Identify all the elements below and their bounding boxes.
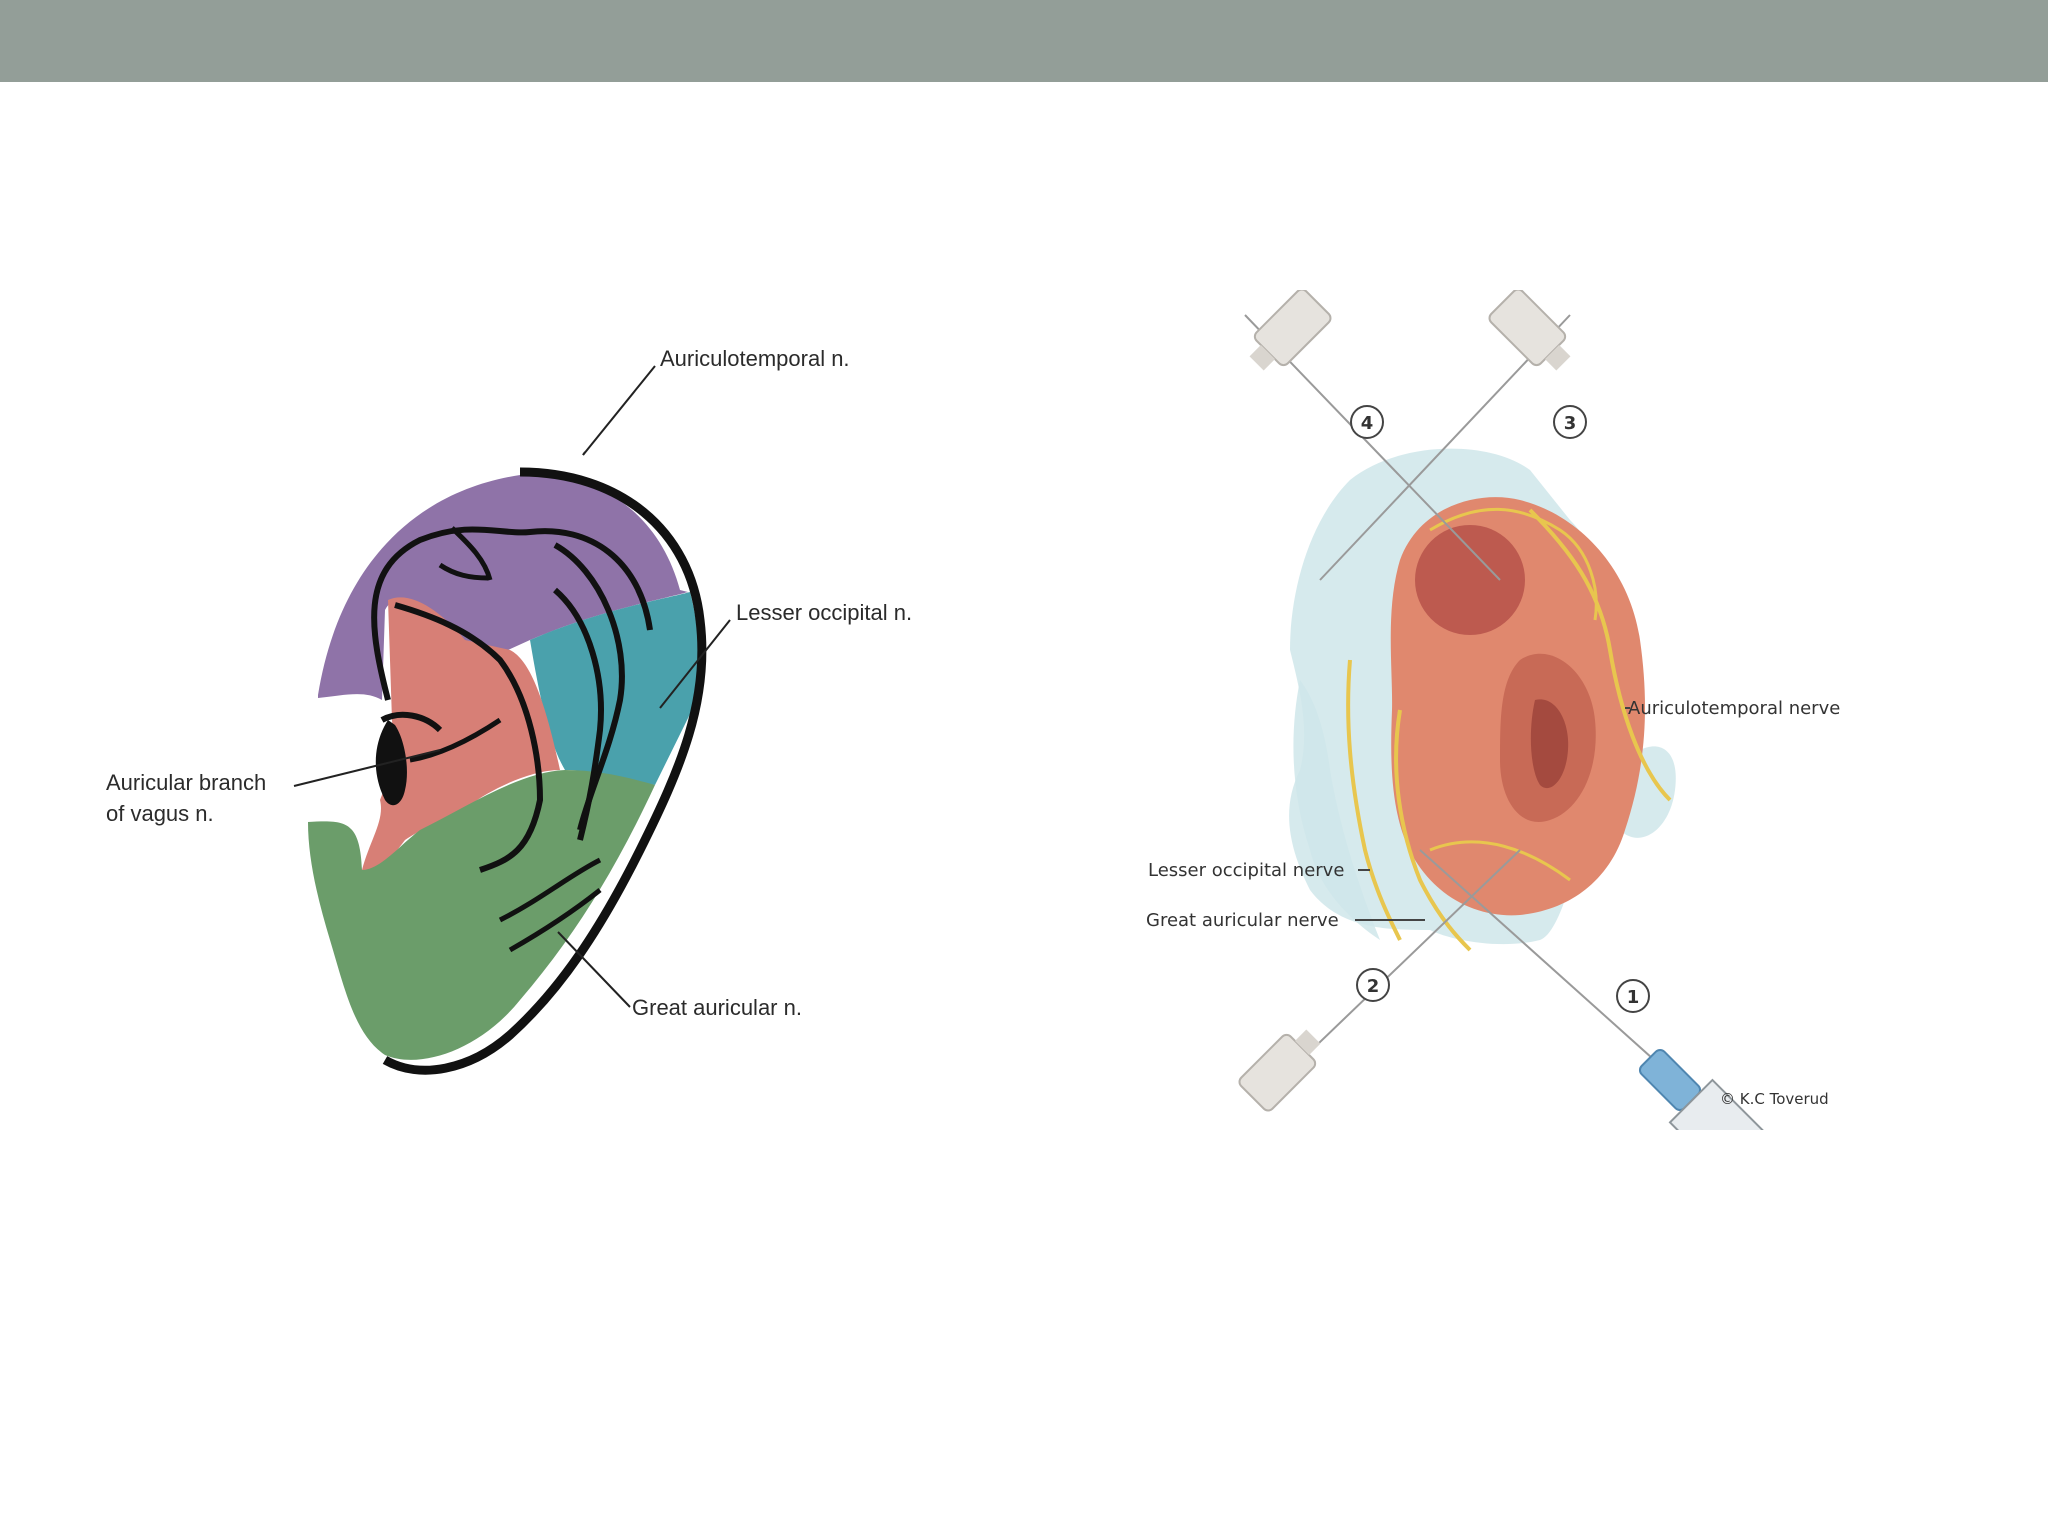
- lesser-occipital-nerve: [1346, 659, 1402, 941]
- injection-marker-3: 3: [1553, 405, 1587, 439]
- label-auriculotemporal-nerve: Auriculotemporal nerve: [1628, 698, 1840, 719]
- antihelix-line: [553, 587, 604, 841]
- needle-hub-2: [1238, 1029, 1321, 1112]
- needle-hub-3: [1488, 288, 1571, 371]
- anesthetic-zone: [1293, 680, 1380, 940]
- lobule-line: [498, 857, 602, 923]
- auriculotemporal-nerve-branch: [1429, 507, 1598, 621]
- label-auriculotemporal-n: Auriculotemporal n.: [660, 346, 850, 371]
- svg-text:4: 4: [1361, 413, 1374, 434]
- injection-marker-4: 4: [1350, 405, 1384, 439]
- leader-line: [293, 749, 441, 787]
- antihelix-line: [371, 526, 653, 701]
- ear-nerve-block-illustration: 4 3 2 1 Auriculotemporal nerve Lesser oc…: [1100, 288, 1980, 1188]
- great-auricular-region: [308, 770, 655, 1060]
- label-vagus-branch-line1: Auricular branch: [106, 770, 266, 795]
- tragus-line: [380, 711, 443, 733]
- label-lesser-occipital-n: Lesser occipital n.: [736, 600, 912, 625]
- lobule-line: [508, 888, 602, 953]
- ear-helix-bulge: [1415, 525, 1525, 635]
- auriculotemporal-region: [318, 474, 688, 700]
- leader-line: [557, 931, 631, 1008]
- copyright-credit: © K.C Toverud: [1720, 1090, 1829, 1108]
- svg-text:2: 2: [1367, 976, 1380, 997]
- label-lesser-occipital-nerve: Lesser occipital nerve: [1148, 860, 1344, 881]
- svg-text:1: 1: [1627, 987, 1640, 1008]
- injection-marker-1: 1: [1616, 979, 1650, 1013]
- syringe-1: [1638, 1048, 1778, 1188]
- concha-line: [409, 717, 502, 763]
- auriculotemporal-nerve: [1528, 508, 1672, 802]
- lesser-occipital-region: [530, 592, 698, 785]
- triangular-fossa-line: [438, 562, 489, 581]
- ear-innervation-diagram: Auriculotemporal n. Lesser occipital n. …: [0, 300, 1000, 1100]
- concha-shadow: [1530, 699, 1569, 789]
- great-auricular-nerve-branch: [1429, 840, 1571, 882]
- helix-outline: [382, 467, 707, 1075]
- leader-line: [582, 365, 656, 456]
- needle-hub-4: [1249, 288, 1332, 371]
- vagus-branch-region: [362, 597, 560, 870]
- slide-header-bar: [0, 0, 2048, 82]
- svg-text:3: 3: [1564, 413, 1577, 434]
- label-great-auricular-nerve: Great auricular nerve: [1146, 910, 1339, 931]
- label-great-auricular-n: Great auricular n.: [632, 995, 802, 1020]
- label-vagus-branch-line2: of vagus n.: [106, 801, 214, 826]
- antihelix-line: [394, 602, 544, 873]
- triangular-fossa-line: [450, 526, 493, 581]
- great-auricular-nerve: [1394, 709, 1472, 952]
- injection-marker-2: 2: [1356, 968, 1390, 1002]
- leader-line: [659, 619, 731, 709]
